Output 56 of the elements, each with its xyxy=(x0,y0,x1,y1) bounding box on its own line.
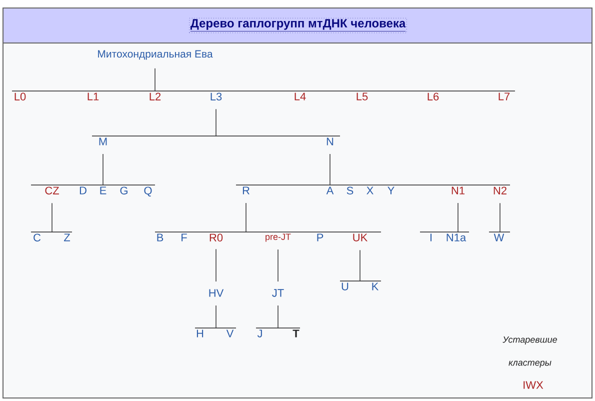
tree-connector xyxy=(256,305,300,328)
title: Дерево гаплогрупп мтДНК человека xyxy=(189,18,407,34)
tree-label: JT xyxy=(272,289,284,297)
tree-label: Z xyxy=(64,234,70,242)
tree-label: L7 xyxy=(498,92,510,100)
note: Устаревшие кластеры xyxy=(502,336,557,368)
tree-label: H xyxy=(196,330,204,338)
tree-label: N2 xyxy=(494,186,506,194)
tree-label: L3 xyxy=(210,92,222,100)
tree-label: D xyxy=(80,186,86,194)
tree-connector xyxy=(194,305,236,328)
tree-connector xyxy=(12,68,516,92)
tree-label: G xyxy=(120,186,128,194)
tree-label: Y xyxy=(388,186,394,194)
tree-label: W xyxy=(494,234,504,242)
tree-label: R0 xyxy=(210,234,223,242)
tree-label: B xyxy=(157,234,164,242)
tree-label: E xyxy=(100,186,106,194)
tree-label: Q xyxy=(144,186,152,196)
tree-label: N xyxy=(326,138,334,146)
tree-label: UK xyxy=(353,234,368,242)
tree-label: HV xyxy=(209,289,224,297)
tree-label: L2 xyxy=(150,92,161,100)
tree-label: P xyxy=(317,234,324,242)
tree-label: Митохондриальная Ева xyxy=(98,50,213,60)
tree-label: M xyxy=(99,138,107,146)
tree-connector xyxy=(154,202,382,232)
tree-label: L0 xyxy=(14,92,26,100)
cluster-name: IWX xyxy=(524,381,544,389)
tree-connector xyxy=(92,108,340,136)
tree-label: L1 xyxy=(88,92,99,100)
tree-label: L4 xyxy=(294,92,306,100)
tree-label: A xyxy=(326,186,334,194)
tree-label: J xyxy=(257,330,262,338)
tree-label: N1 xyxy=(452,186,464,194)
tree-connector xyxy=(488,202,510,232)
tree-label: T xyxy=(292,330,300,338)
tree-label: U xyxy=(342,282,348,290)
tree-label: N1a xyxy=(446,234,466,242)
tree-label: R xyxy=(242,186,250,194)
tree-label: S xyxy=(346,186,354,194)
tree-label: I xyxy=(430,234,432,242)
tree-label: L5 xyxy=(356,92,368,100)
tree-label: V xyxy=(226,330,234,338)
tree-connector xyxy=(236,154,510,186)
tree-label: CZ xyxy=(45,186,59,194)
tree-connector xyxy=(30,154,156,186)
tree-connector xyxy=(420,202,470,232)
tree-label: X xyxy=(366,186,374,194)
tree-connector xyxy=(30,202,72,232)
tree-label: C xyxy=(34,234,41,242)
tree-label: K xyxy=(372,282,379,290)
tree-connector xyxy=(340,250,382,282)
tree-label: F xyxy=(182,234,187,242)
tree-label: L6 xyxy=(428,92,439,100)
tree-label: pre-JT xyxy=(266,234,291,242)
